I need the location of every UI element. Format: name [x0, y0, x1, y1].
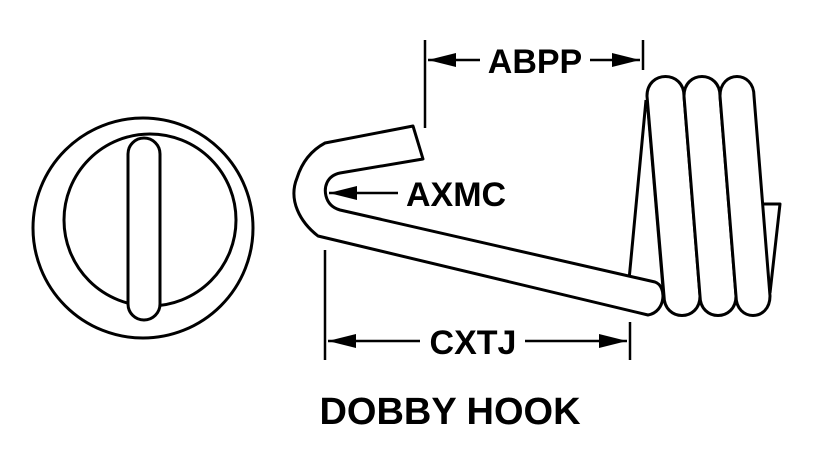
- coil-3: [718, 75, 772, 317]
- hook-body: [292, 124, 665, 317]
- coil-construction-line-left: [627, 99, 648, 281]
- dimension-label-cxtj: CXTJ: [430, 324, 517, 362]
- dimension-label-abpp: ABPP: [488, 43, 582, 81]
- diagram-title: DOBBY HOOK: [319, 391, 581, 433]
- hook-end-slot: [126, 136, 162, 322]
- outer-ring: [31, 116, 255, 340]
- end-view: [31, 116, 255, 340]
- dimension-label-axmc: AXMC: [406, 176, 506, 214]
- spring-coils: [627, 75, 782, 317]
- coil-construction-line-right: [763, 202, 782, 294]
